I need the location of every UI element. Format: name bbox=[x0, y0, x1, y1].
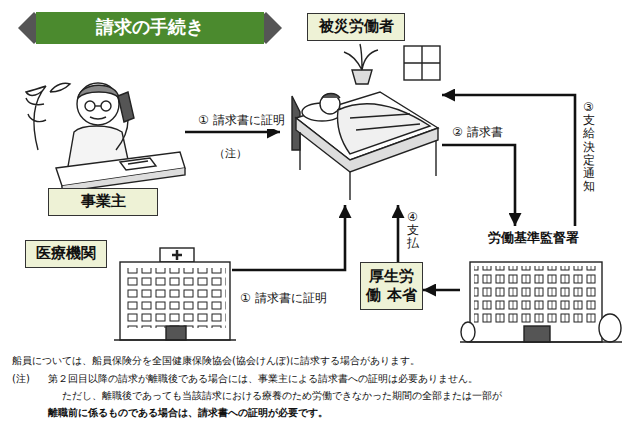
labour-office-building-part bbox=[524, 326, 550, 342]
labour-office-building bbox=[460, 262, 622, 342]
edge-label: ② 請求書 bbox=[450, 124, 505, 141]
patient-bed-figure-part bbox=[322, 94, 340, 99]
flow-arrow bbox=[185, 131, 280, 134]
labour-office-building-part bbox=[599, 314, 621, 342]
employer-figure-part bbox=[26, 83, 70, 150]
employer-figure-part bbox=[90, 117, 106, 119]
ministry-box: 厚生労働 本省 bbox=[360, 262, 423, 310]
footnote: ただし、離職後であっても当該請求における療養のため労働できなかった期間の全部また… bbox=[62, 389, 502, 403]
note-marker: (注) bbox=[12, 372, 30, 386]
employer-figure-part bbox=[78, 85, 119, 98]
title-banner bbox=[18, 12, 282, 44]
patient-bed-figure-part bbox=[296, 92, 438, 160]
worker-node: 被災労働者 bbox=[280, 12, 442, 205]
edge-label: ④支払 bbox=[406, 210, 420, 252]
employer-figure-part bbox=[118, 92, 134, 122]
hospital-building-part bbox=[172, 250, 182, 260]
employer-figure-part bbox=[101, 101, 111, 111]
office-label: 労働基準監督署 bbox=[485, 228, 582, 248]
patient-bed-figure-part bbox=[352, 70, 372, 84]
title-banner-part bbox=[36, 12, 264, 44]
patient-bed-figure-part bbox=[404, 46, 440, 80]
patient-bed-figure bbox=[292, 44, 440, 200]
patient-bed-figure-part bbox=[350, 114, 420, 130]
flow-arrow bbox=[442, 145, 515, 226]
employer-figure-part bbox=[77, 83, 119, 125]
employer-figure-part bbox=[85, 101, 95, 111]
employer-figure-part bbox=[116, 120, 128, 150]
patient-bed-figure-part bbox=[338, 104, 431, 154]
footnote: 離職前に係るものである場合は、請求書への証明が必要です。 bbox=[48, 406, 328, 420]
hospital-building-part bbox=[160, 248, 194, 262]
note-marker: （注） bbox=[214, 146, 247, 161]
labour-office-building-part bbox=[474, 266, 598, 326]
patient-bed-figure-part bbox=[320, 94, 340, 114]
labour-office-building-part bbox=[460, 341, 622, 342]
flow-arrow bbox=[232, 205, 345, 270]
patient-bed-figure-part bbox=[404, 62, 440, 63]
office-node: 労働基準監督署 bbox=[460, 226, 622, 346]
employer-figure-part bbox=[128, 161, 148, 164]
medical-node: 医療機関 bbox=[22, 238, 232, 342]
labour-office-building-part bbox=[470, 262, 602, 342]
labour-office-building-part bbox=[461, 322, 475, 342]
employer-figure-part bbox=[120, 158, 156, 170]
employer-figure bbox=[26, 83, 185, 192]
patient-bed-figure-part bbox=[299, 132, 300, 170]
patient-bed-figure-part bbox=[344, 44, 378, 70]
employer-figure-part bbox=[95, 105, 101, 106]
hospital-building-part bbox=[120, 262, 230, 340]
hospital-building-part bbox=[173, 250, 181, 260]
hospital-building-part bbox=[166, 326, 186, 340]
ministry-node: 厚生労働 本省 bbox=[360, 262, 423, 310]
title: 請求の手続き bbox=[36, 15, 264, 39]
flow-arrow bbox=[397, 205, 400, 262]
hospital-building bbox=[114, 248, 236, 340]
edge-label: ① 請求書に証明 bbox=[196, 112, 287, 129]
hospital-building-part bbox=[124, 268, 226, 328]
employer-node: 事業主 bbox=[25, 72, 185, 217]
flow-arrow bbox=[423, 289, 460, 292]
edge-label: ③支給決定通知 bbox=[582, 100, 596, 194]
patient-bed-figure-part bbox=[349, 172, 350, 200]
employer-label: 事業主 bbox=[48, 188, 158, 216]
flow-arrow bbox=[442, 95, 575, 226]
medical-label: 医療機関 bbox=[25, 240, 107, 268]
footnote: 第２回目以降の請求が離職後である場合には、事業主による請求書への証明は必要ありま… bbox=[48, 372, 478, 386]
hospital-building-part bbox=[114, 339, 236, 340]
worker-label: 被災労働者 bbox=[307, 13, 405, 41]
edge-label: ① 請求書に証明 bbox=[238, 290, 329, 307]
patient-bed-figure-part bbox=[435, 141, 436, 176]
footnote: 船員については、船員保険分を全国健康保険協会(協会けんぽ)に請求する場合がありま… bbox=[12, 354, 420, 368]
